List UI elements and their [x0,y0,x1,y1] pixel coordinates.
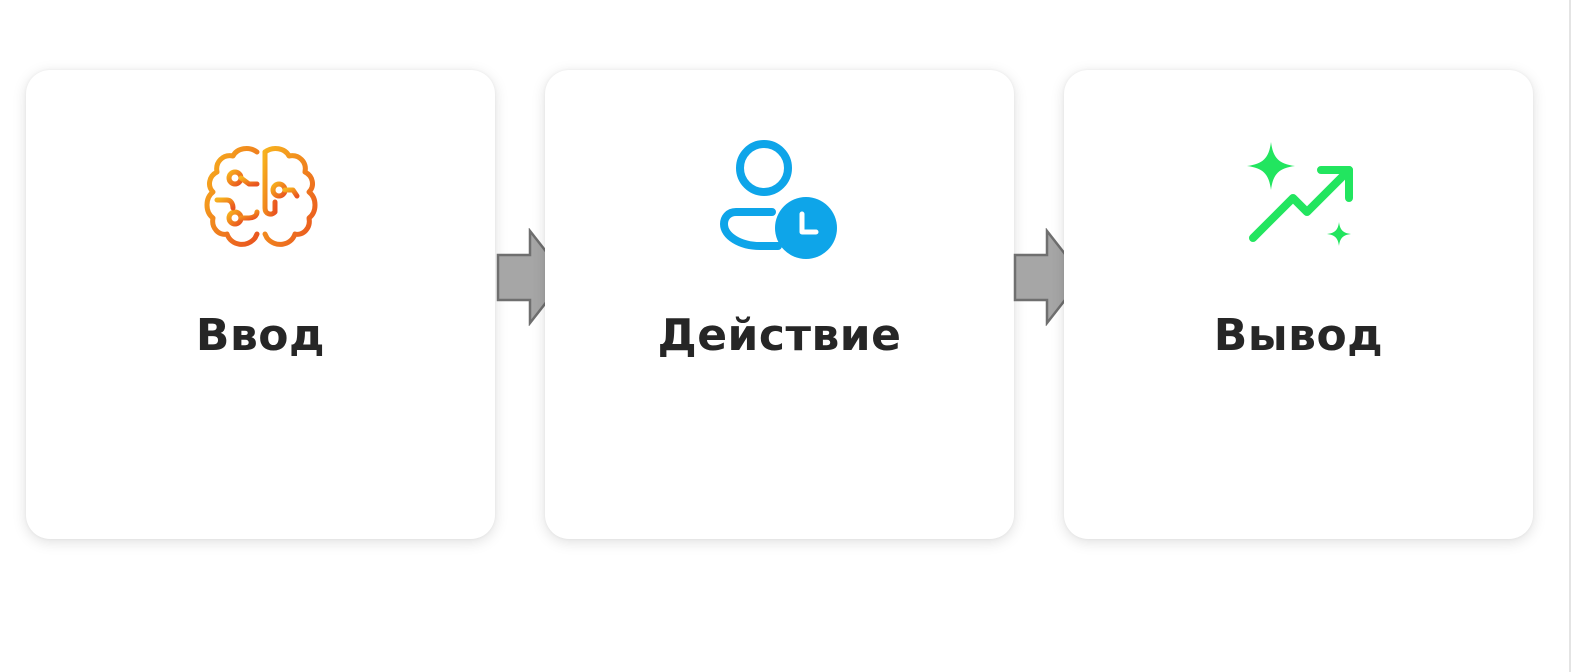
step-label: Ввод [195,310,326,361]
sparkles-trend-up-icon [1235,138,1363,266]
step-card-input: Ввод [26,70,495,539]
step-card-output: Вывод [1064,70,1533,539]
page-edge-divider [1569,0,1571,672]
user-clock-icon [716,138,844,266]
step-card-action: Действие [545,70,1014,539]
brain-circuit-icon [197,138,325,266]
step-label: Действие [657,310,902,361]
step-label: Вывод [1213,310,1384,361]
